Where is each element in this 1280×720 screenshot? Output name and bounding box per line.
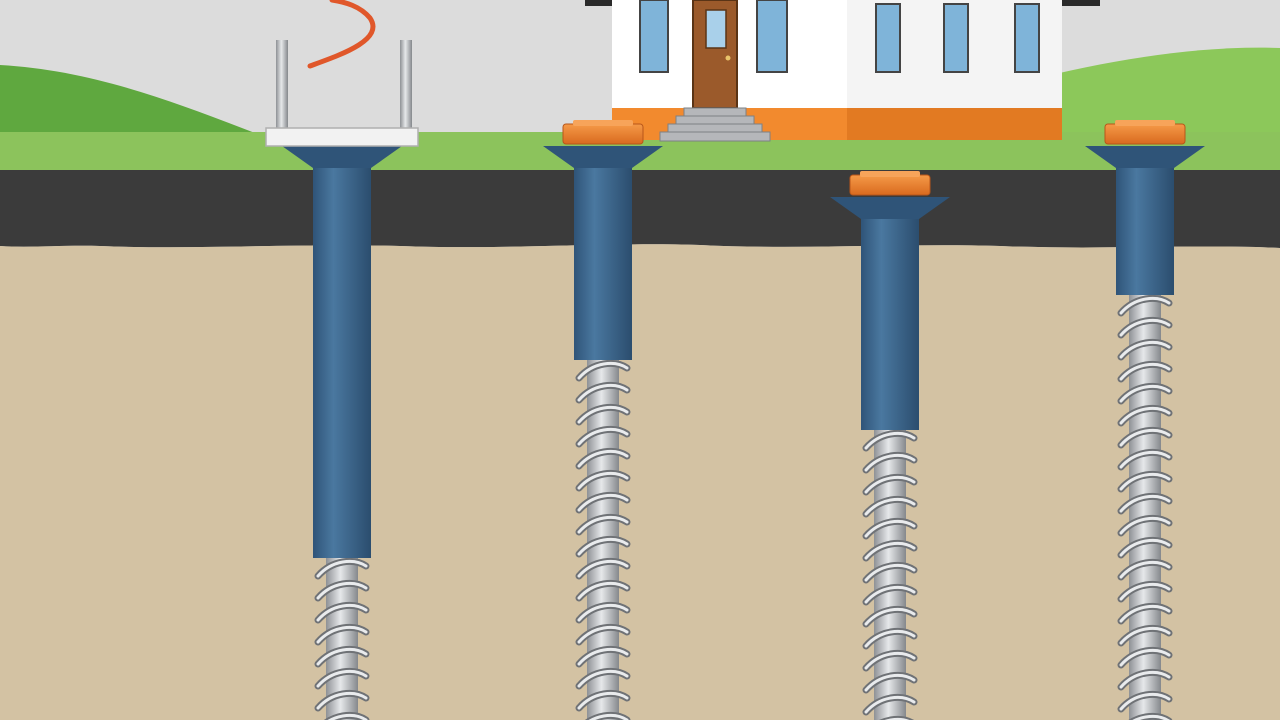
hill-left xyxy=(0,65,260,135)
pile-shaft xyxy=(574,146,632,360)
helix-thread-highlight xyxy=(577,559,629,578)
pile-cap-top xyxy=(1115,120,1175,126)
helix-thread-highlight xyxy=(864,629,916,648)
helix-thread-highlight xyxy=(864,563,916,582)
pile-4 xyxy=(1085,120,1205,720)
wire xyxy=(307,0,376,69)
helix-thread-highlight xyxy=(316,581,368,600)
helix-thread-highlight xyxy=(577,405,629,424)
helix-thread-highlight xyxy=(577,383,629,402)
house-foundation-shadow xyxy=(847,108,1062,140)
bracket-plate xyxy=(265,0,419,147)
helix-thread-highlight xyxy=(864,453,916,472)
threaded-rod-left xyxy=(276,40,288,128)
helix-thread-highlight xyxy=(1119,670,1171,689)
helix-thread-highlight xyxy=(577,603,629,622)
pile-cap-top xyxy=(860,171,920,177)
pile-flange xyxy=(1085,146,1205,168)
helix-thread-highlight xyxy=(577,515,629,534)
pile-cap xyxy=(1104,123,1186,145)
helix-thread-highlight xyxy=(316,625,368,644)
helix-thread-highlight xyxy=(577,361,629,380)
helix-thread-highlight xyxy=(1119,604,1171,623)
helix-thread-highlight xyxy=(864,431,916,450)
helix-thread-highlight xyxy=(577,581,629,600)
pile-1 xyxy=(282,146,402,720)
helix-thread-highlight xyxy=(1119,516,1171,535)
helix-thread-highlight xyxy=(864,475,916,494)
pile-flange xyxy=(282,146,402,168)
pile-cap-top xyxy=(573,120,633,126)
pile-2 xyxy=(543,120,663,720)
pile-flange xyxy=(543,146,663,168)
door-knob xyxy=(725,55,731,61)
house xyxy=(585,0,1100,142)
helix-thread-highlight xyxy=(1119,494,1171,513)
helix-thread-highlight xyxy=(1119,692,1171,711)
helix-thread-highlight xyxy=(577,427,629,446)
pile-flange xyxy=(830,197,950,219)
helix-thread-highlight xyxy=(864,673,916,692)
threaded-rod-right xyxy=(400,40,412,128)
helix-thread-highlight xyxy=(1119,296,1171,315)
hill-right xyxy=(1030,47,1280,141)
helix-thread-highlight xyxy=(1119,582,1171,601)
helix-thread-highlight xyxy=(864,607,916,626)
helix-thread-highlight xyxy=(1119,450,1171,469)
window xyxy=(639,0,669,73)
pile-shaft xyxy=(1116,146,1174,295)
helix-thread-highlight xyxy=(864,541,916,560)
window xyxy=(875,3,901,73)
helix-thread-highlight xyxy=(1119,648,1171,667)
window xyxy=(756,0,788,73)
helix-thread-highlight xyxy=(1119,384,1171,403)
helix-thread-highlight xyxy=(577,691,629,710)
helix-thread-highlight xyxy=(577,449,629,468)
window xyxy=(943,3,969,73)
helix-thread-highlight xyxy=(1119,406,1171,425)
door-window xyxy=(705,9,727,49)
helix-thread-highlight xyxy=(577,493,629,512)
helix-thread-highlight xyxy=(1132,714,1171,720)
helix-thread-highlight xyxy=(1119,626,1171,645)
pile-cap xyxy=(562,123,644,145)
entry-steps xyxy=(659,107,771,142)
helix-thread-highlight xyxy=(1119,318,1171,337)
helix-thread-highlight xyxy=(1119,538,1171,557)
helix-thread-highlight xyxy=(316,559,368,578)
helix-thread-highlight xyxy=(577,471,629,490)
pile-shaft xyxy=(313,146,371,558)
helix-thread-highlight xyxy=(577,537,629,556)
window xyxy=(1014,3,1040,73)
helix-thread-highlight xyxy=(1119,560,1171,579)
soil xyxy=(0,244,1280,720)
bracket-top-plate xyxy=(265,127,419,147)
helix-thread-highlight xyxy=(316,669,368,688)
helix-thread-highlight xyxy=(577,669,629,688)
helix-thread-highlight xyxy=(864,695,916,714)
helix-thread-highlight xyxy=(577,625,629,644)
pile-shaft xyxy=(861,197,919,430)
helix-thread-highlight xyxy=(864,497,916,516)
helix-thread-highlight xyxy=(316,691,368,710)
helix-thread-highlight xyxy=(1119,428,1171,447)
helix-thread-highlight xyxy=(316,647,368,666)
helix-thread-highlight xyxy=(1119,340,1171,359)
helix-thread-highlight xyxy=(864,585,916,604)
helix-thread-highlight xyxy=(1119,362,1171,381)
helix-thread-highlight xyxy=(864,651,916,670)
helix-thread-highlight xyxy=(577,647,629,666)
asphalt-layer xyxy=(0,170,1280,248)
pile-3 xyxy=(830,171,950,720)
helix-thread-highlight xyxy=(864,519,916,538)
helix-thread-highlight xyxy=(588,713,629,720)
screw-piles xyxy=(282,120,1205,720)
pile-cap xyxy=(849,174,931,196)
helix-thread-highlight xyxy=(327,713,368,720)
helix-thread-highlight xyxy=(316,603,368,622)
helix-thread-highlight xyxy=(1119,472,1171,491)
